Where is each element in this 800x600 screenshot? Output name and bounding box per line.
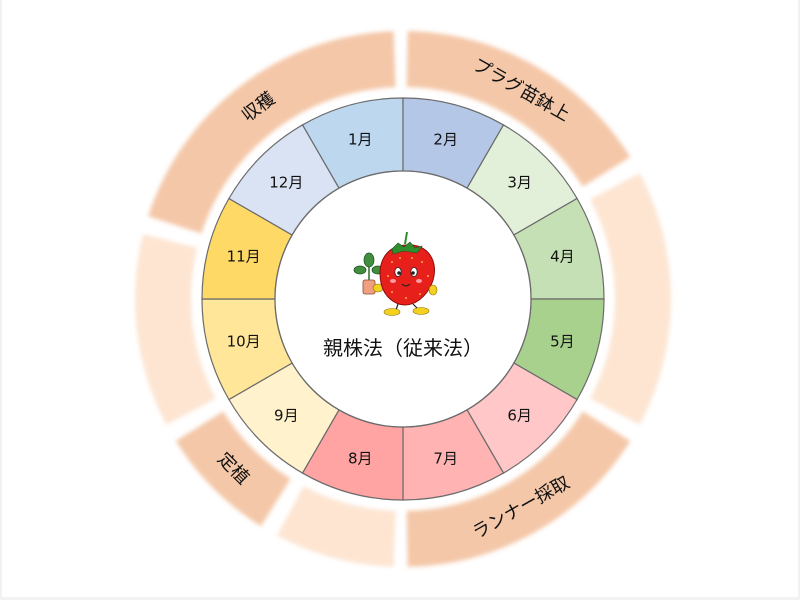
month-labels: 1月 2月 3月 4月 5月 6月 7月 8月 9月 10月 11月 12月 — [227, 131, 575, 468]
month-label: 9月 — [274, 407, 299, 425]
phase-ring — [134, 31, 671, 567]
month-label: 7月 — [433, 449, 458, 467]
phase-segment-inactive — [134, 234, 216, 425]
month-label: 8月 — [348, 449, 373, 467]
strawberry-mascot-icon — [353, 231, 438, 316]
month-ring — [201, 97, 605, 501]
phase-segment-inactive — [277, 486, 396, 567]
month-label: 6月 — [507, 407, 532, 425]
month-label: 12月 — [269, 173, 303, 191]
phase-segment-active — [406, 31, 631, 187]
phase-segment-active — [175, 411, 291, 527]
month-label: 5月 — [550, 333, 575, 351]
phase-segment-active — [406, 411, 631, 567]
center-title: 親株法（従来法） — [323, 336, 483, 360]
month-label: 2月 — [433, 131, 458, 149]
month-label: 1月 — [348, 131, 373, 149]
phase-segment-inactive — [590, 173, 671, 425]
month-label: 3月 — [507, 173, 532, 191]
phase-segment-active — [148, 31, 396, 234]
month-label: 4月 — [550, 247, 575, 265]
month-label: 11月 — [227, 247, 261, 265]
month-label: 10月 — [227, 333, 261, 351]
